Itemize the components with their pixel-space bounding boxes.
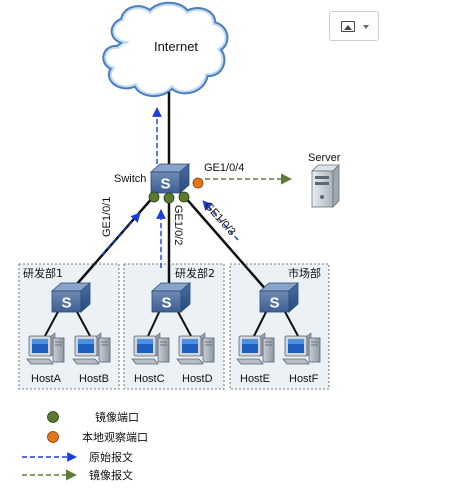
- original-arrow-ge1-0-1: [101, 212, 141, 256]
- port-label-ge1-0-1: GE1/0/1: [101, 197, 113, 237]
- computer-icon-host-d: [176, 332, 215, 365]
- port-label-ge1-0-3: GE1/0/3: [202, 200, 238, 238]
- server-icon: [311, 164, 340, 208]
- chevron-down-icon: [363, 25, 369, 29]
- observe-port-dot: [192, 177, 204, 189]
- access-switch-rd1-icon: [51, 282, 91, 313]
- host-label-c: HostC: [134, 373, 165, 385]
- mirror-port-dot-2: [163, 192, 175, 204]
- computer-icon-host-c: [131, 332, 170, 365]
- host-label-b: HostB: [79, 373, 109, 385]
- legend-original-label: 原始报文: [89, 450, 133, 464]
- mirror-port-dot-1: [148, 191, 160, 203]
- server-label: Server: [308, 152, 341, 164]
- group-label-market: 市场部: [288, 266, 321, 280]
- legend-mirror-label: 镜像报文: [89, 468, 133, 482]
- image-icon: [341, 21, 355, 32]
- computer-icon-host-f: [282, 332, 321, 365]
- access-switch-rd2-icon: [151, 282, 191, 313]
- legend: 镜像端口 本地观察端口 原始报文 镜像报文: [22, 410, 148, 482]
- legend-mirror-port-dot: [47, 411, 59, 423]
- host-label-d: HostD: [182, 373, 213, 385]
- link-ge1-0-3: [183, 195, 269, 293]
- group-box-rd1: 研发部1: [18, 263, 120, 390]
- computer-icon-host-e: [236, 332, 275, 365]
- legend-observe-port-label: 本地观察端口: [82, 430, 148, 444]
- link-ge1-0-1: [69, 195, 155, 293]
- image-options-button[interactable]: [329, 11, 379, 41]
- group-label-rd1: 研发部1: [23, 266, 63, 280]
- mirror-port-dot-3: [178, 191, 190, 203]
- port-label-ge1-0-2: GE1/0/2: [172, 205, 184, 245]
- computer-icon-host-a: [26, 332, 65, 365]
- host-links: [44, 307, 299, 337]
- host-label-f: HostF: [289, 373, 319, 385]
- original-arrow-ge1-0-3: [202, 200, 239, 241]
- core-switch-icon: [150, 163, 190, 194]
- legend-mirror-port-label: 镜像端口: [95, 410, 139, 424]
- legend-observe-port-dot: [47, 431, 59, 443]
- switch-label: Switch: [114, 173, 146, 185]
- port-label-ge1-0-4: GE1/0/4: [204, 162, 244, 174]
- internet-label: Internet: [154, 39, 198, 54]
- access-switch-market-icon: [259, 282, 299, 313]
- group-label-rd2: 研发部2: [175, 266, 215, 280]
- internet-cloud: Internet: [102, 1, 229, 97]
- host-label-e: HostE: [240, 373, 270, 385]
- computer-icon-host-b: [72, 332, 111, 365]
- host-label-a: HostA: [31, 373, 62, 385]
